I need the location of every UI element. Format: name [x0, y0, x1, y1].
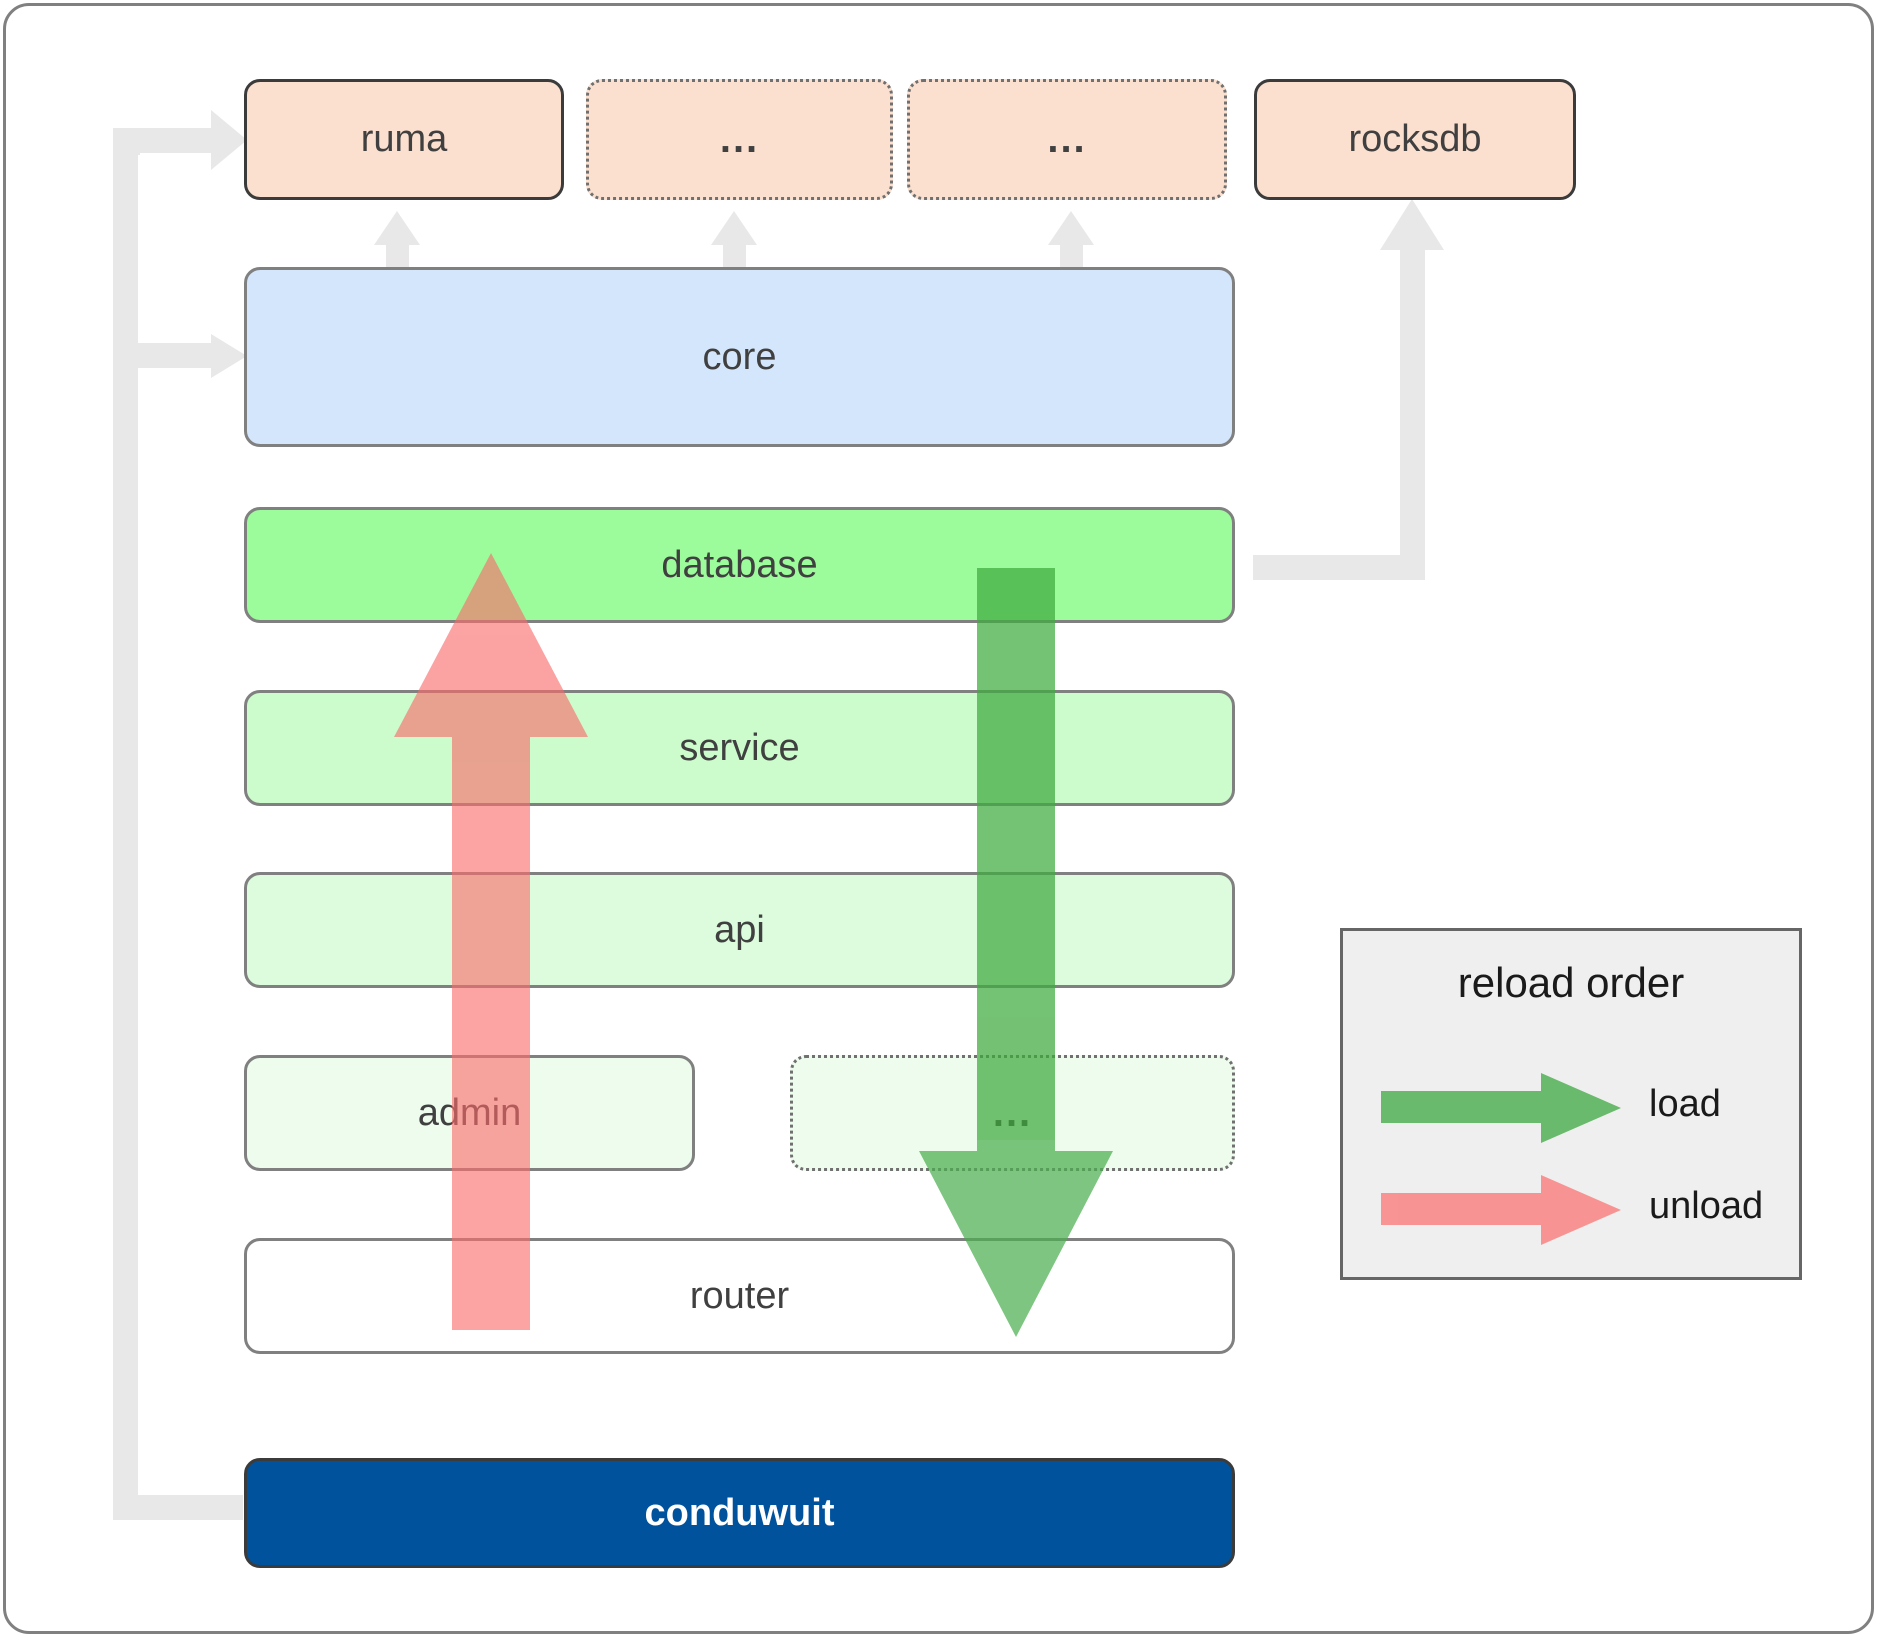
stack-label-more: ... — [992, 1090, 1033, 1135]
crate-box-ext2[interactable]: ... — [907, 79, 1227, 200]
stack-box-router[interactable]: router — [244, 1238, 1235, 1354]
stack-box-core[interactable]: core — [244, 267, 1235, 447]
stack-box-service[interactable]: service — [244, 690, 1235, 806]
binary-box-conduwuit[interactable]: conduwuit — [244, 1458, 1235, 1568]
crate-label-rocksdb: rocksdb — [1348, 118, 1482, 160]
legend-label-unload: unload — [1649, 1185, 1764, 1227]
stack-label-service: service — [679, 726, 800, 769]
legend-label-load: load — [1649, 1083, 1721, 1125]
crate-label-ext1: ... — [719, 117, 760, 161]
crate-box-ext1[interactable]: ... — [586, 79, 893, 200]
crate-box-ruma[interactable]: ruma — [244, 79, 564, 200]
legend-load-arrow — [1381, 1073, 1621, 1143]
legend-panel: reload order load unload — [1340, 928, 1802, 1280]
stack-label-router: router — [689, 1274, 790, 1317]
stack-label-admin: admin — [417, 1091, 522, 1134]
stack-box-database[interactable]: database — [244, 507, 1235, 623]
legend-title: reload order — [1457, 959, 1685, 1006]
stack-label-api: api — [714, 908, 765, 951]
stack-box-api[interactable]: api — [244, 872, 1235, 988]
crate-box-rocksdb[interactable]: rocksdb — [1254, 79, 1576, 200]
stack-box-more[interactable]: ... — [790, 1055, 1235, 1171]
crate-label-ruma: ruma — [360, 118, 448, 160]
stack-box-admin[interactable]: admin — [244, 1055, 695, 1171]
stack-label-database: database — [661, 543, 818, 586]
stack-label-core: core — [702, 335, 777, 378]
crate-label-ext2: ... — [1047, 117, 1087, 161]
binary-label-conduwuit: conduwuit — [644, 1491, 835, 1534]
legend-unload-arrow — [1381, 1175, 1621, 1245]
diagram-frame — [3, 3, 1874, 1634]
